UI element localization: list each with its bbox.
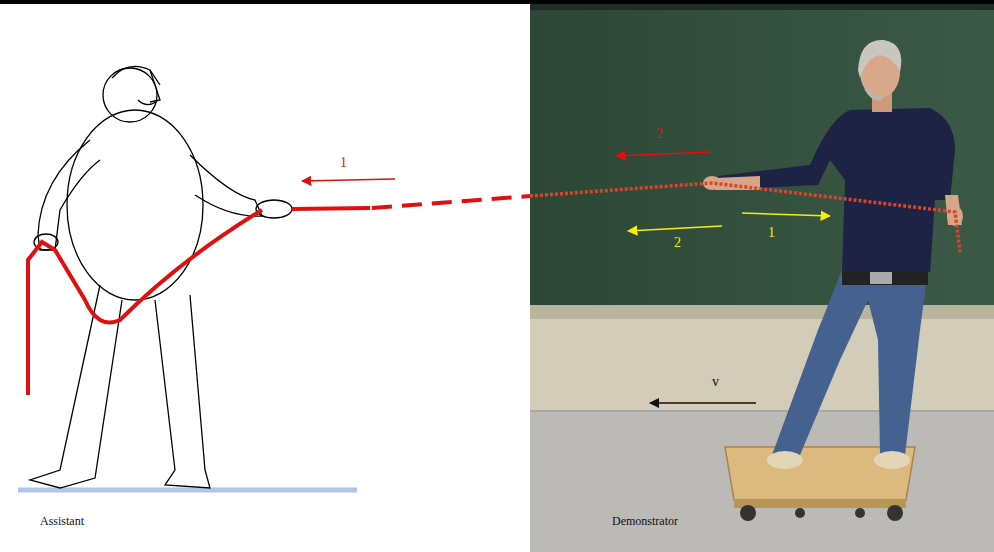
person-label: Demonstrator xyxy=(612,515,678,527)
force-number: 1 xyxy=(768,226,775,240)
velocity-label: v xyxy=(712,375,719,389)
force-number: 2 xyxy=(656,127,663,141)
force-number: 1 xyxy=(340,156,347,170)
force-number: 2 xyxy=(674,236,681,250)
person-label: Assistant xyxy=(40,515,84,527)
